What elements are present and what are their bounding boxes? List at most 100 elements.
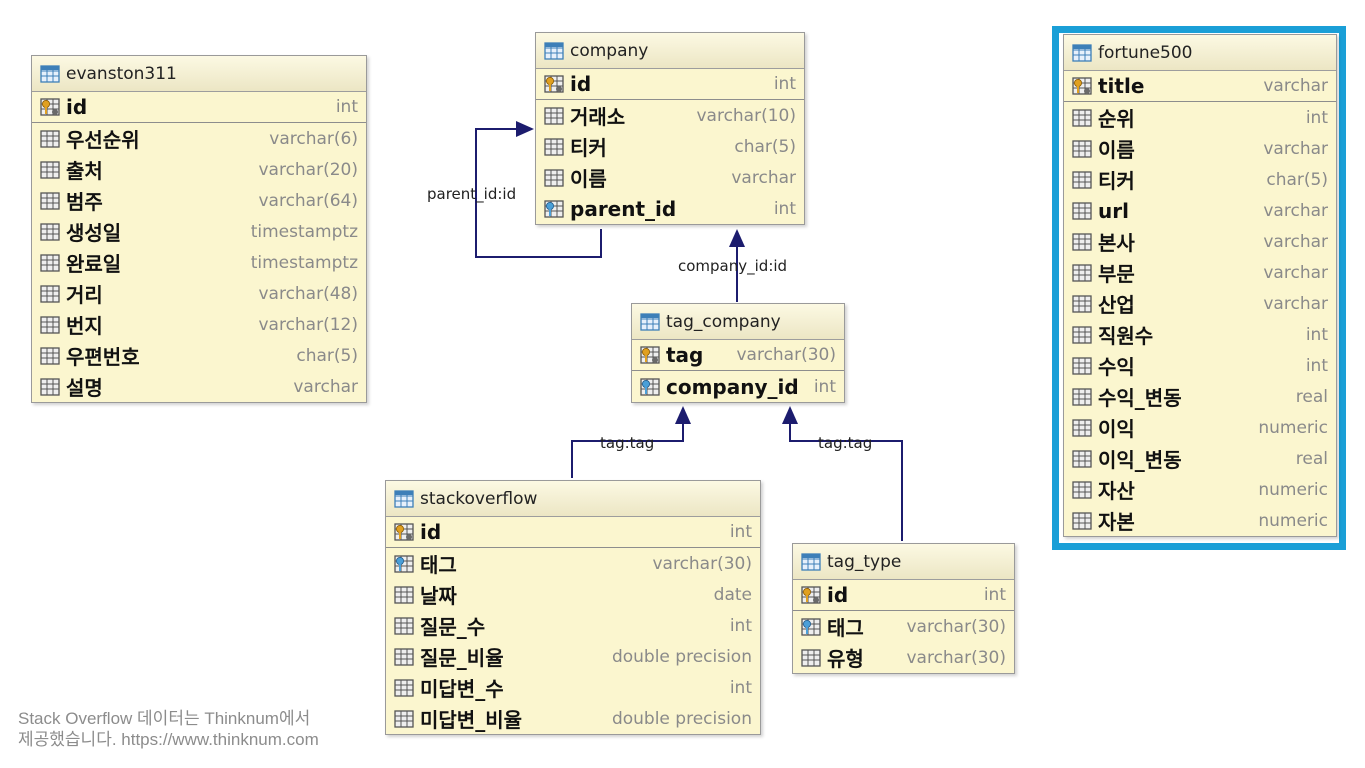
column-icon xyxy=(394,647,414,666)
column-type: int xyxy=(983,585,1006,605)
column-name: 번지 xyxy=(66,314,103,338)
company-arrowhead xyxy=(729,229,745,247)
column-name: 우편번호 xyxy=(66,345,140,369)
tag-arrowhead-left xyxy=(675,406,691,424)
column-type: timestamptz xyxy=(250,252,358,273)
column-name: 수익_변동 xyxy=(1098,386,1182,410)
column-icon xyxy=(40,284,60,303)
column-type: varchar(12) xyxy=(258,314,358,335)
column-type: varchar(20) xyxy=(258,159,358,180)
column-type: varchar(64) xyxy=(258,190,358,211)
column-name: 태그 xyxy=(827,616,864,640)
column-icon xyxy=(40,191,60,210)
column-type: varchar(30) xyxy=(906,647,1006,668)
tag-link-left xyxy=(571,421,684,478)
column-name: url xyxy=(1098,198,1129,223)
column-row[interactable]: 날짜 date xyxy=(386,579,760,610)
column-name: 우선순위 xyxy=(66,128,140,152)
column-name: title xyxy=(1098,74,1145,98)
table-icon xyxy=(801,552,821,571)
table-icon xyxy=(1072,43,1092,62)
column-type: int xyxy=(729,615,752,636)
column-type: varchar(30) xyxy=(652,553,752,574)
table-icon xyxy=(544,41,564,60)
column-name: 이름 xyxy=(1098,138,1135,162)
column-type: int xyxy=(335,97,358,117)
column-type: varchar(30) xyxy=(736,345,836,365)
column-name: 날짜 xyxy=(420,584,457,608)
foreign-key-column-icon xyxy=(394,554,414,573)
relation-label-parent: parent_id:id xyxy=(427,185,517,203)
column-type: varchar xyxy=(1263,231,1328,252)
table-name: tag_company xyxy=(666,311,781,332)
foreign-key-column-icon xyxy=(640,377,660,396)
column-row[interactable]: 번지 varchar(12) xyxy=(32,309,366,340)
column-icon xyxy=(394,616,414,635)
primary-key-column-icon xyxy=(1072,77,1092,95)
table-icon xyxy=(640,312,660,331)
column-icon xyxy=(40,315,60,334)
fortune500-highlight-frame xyxy=(1052,26,1346,550)
column-name: 이익 xyxy=(1098,417,1135,441)
parent-id-link xyxy=(475,128,602,258)
column-name: 이익_변동 xyxy=(1098,448,1182,472)
column-type: int xyxy=(813,376,836,397)
column-icon xyxy=(394,678,414,697)
column-name: 거래소 xyxy=(570,105,626,129)
column-type: date xyxy=(713,584,752,605)
column-icon xyxy=(40,222,60,241)
parent-arrowhead xyxy=(516,121,534,137)
column-name: 자본 xyxy=(1098,510,1135,534)
column-icon xyxy=(40,377,60,396)
column-name: 부문 xyxy=(1098,262,1135,286)
tag-arrowhead-right xyxy=(782,406,798,424)
foreign-key-column-icon xyxy=(544,199,564,218)
